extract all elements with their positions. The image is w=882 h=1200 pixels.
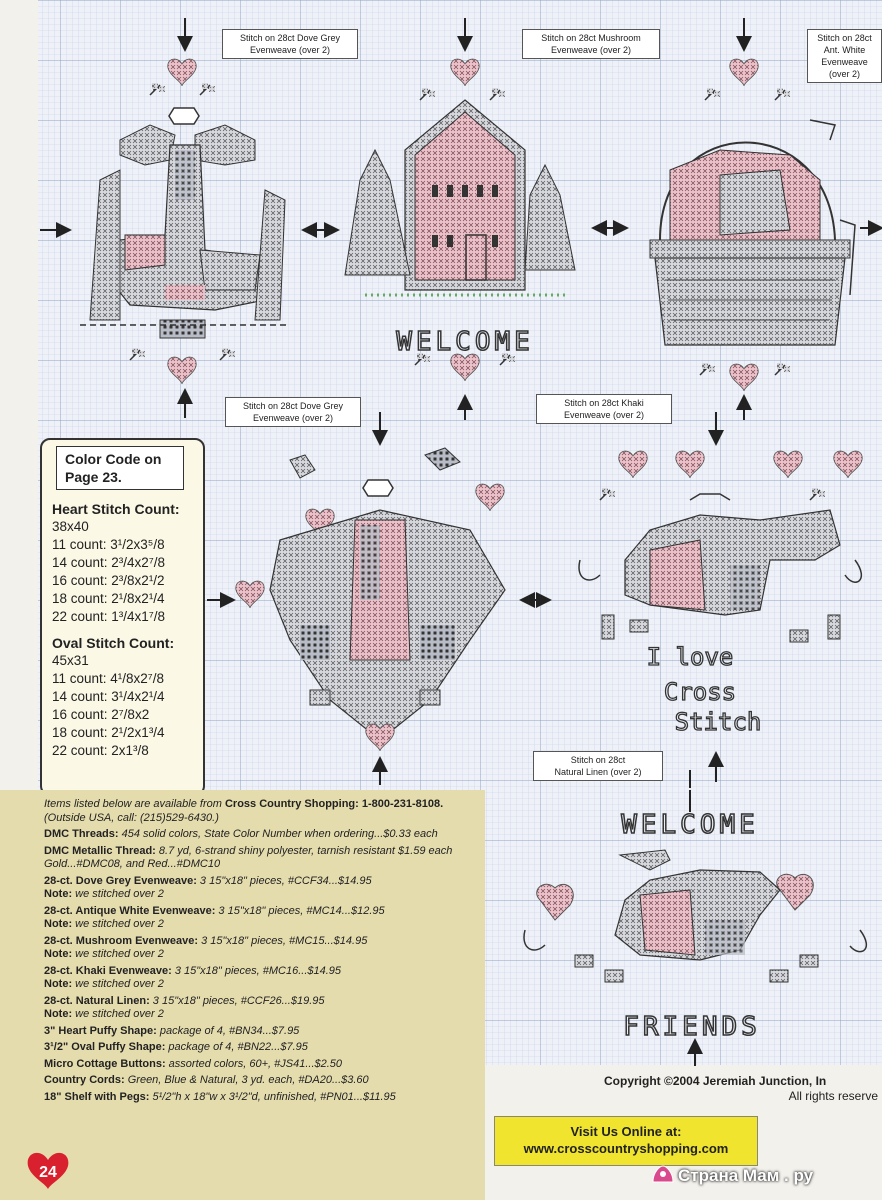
shopping-item: 28-ct. Natural Linen: 3 15"x18" pieces, … — [44, 995, 477, 1022]
label-oval-linen-fabric: Stitch on 28ct Natural Linen (over 2) — [533, 751, 663, 781]
heart-count-line: 14 count: 2³/4x2⁷/8 — [52, 555, 165, 570]
shopping-item: Micro Cottage Buttons: assorted colors, … — [44, 1057, 343, 1070]
copyright: Copyright ©2004 Jeremiah Junction, In Al… — [604, 1074, 882, 1104]
rights-line: All rights reserve — [788, 1089, 878, 1103]
center-arrows — [40, 18, 882, 788]
copyright-line: Copyright ©2004 Jeremiah Junction, In — [604, 1074, 827, 1088]
shopping-item-note: Note: we stitched over 2 — [44, 1008, 164, 1020]
heart-count-line: 16 count: 2³/8x2¹/2 — [52, 573, 165, 588]
website-link[interactable]: www.crosscountryshopping.com — [523, 1141, 729, 1156]
heart-size: 38x40 — [52, 519, 89, 534]
shopping-item-note: Note: we stitched over 2 — [44, 978, 164, 990]
oval-stitch-count-heading: Oval Stitch Count: — [52, 635, 175, 651]
goose-motif — [80, 58, 290, 385]
oval-size: 45x31 — [52, 653, 89, 668]
label-house-fabric: Stitch on 28ct Mushroom Evenweave (over … — [522, 29, 660, 59]
color-code-title: Color Code on Page 23. — [56, 446, 184, 490]
chart-word-cross: Cross — [664, 678, 736, 706]
page-number-heart: 24 — [27, 1152, 69, 1189]
shopping-item: 28-ct. Khaki Evenweave: 3 15"x18" pieces… — [44, 965, 477, 992]
chart-word-stitch: Stitch — [675, 708, 762, 736]
oval-motif-khaki — [578, 450, 863, 643]
heart-count-line: 22 count: 1³/4x1⁷/8 — [52, 609, 165, 624]
shopping-item: 28-ct. Mushroom Evenweave: 3 15"x18" pie… — [44, 935, 477, 962]
page-number: 24 — [39, 1164, 57, 1181]
oval-count-line: 11 count: 4¹/8x2⁷/8 — [52, 671, 164, 686]
oval-motif-linen: WELCOME FRIENDS — [485, 790, 882, 1066]
visit-label: Visit Us Online at: — [570, 1124, 682, 1139]
heart-motif — [235, 447, 506, 752]
watermark-logo-icon — [652, 1165, 674, 1183]
watermark-text: Страна Мам . ру — [678, 1166, 814, 1185]
shopping-intro: Items listed below are available from Cr… — [44, 798, 444, 824]
color-code-box: Color Code on Page 23. Heart Stitch Coun… — [40, 438, 205, 796]
shopping-item: Country Cords: Green, Blue & Natural, 3 … — [44, 1074, 369, 1086]
shopping-item: 3" Heart Puffy Shape: package of 4, #BN3… — [44, 1024, 300, 1037]
shopping-item: 28-ct. Antique White Evenweave: 3 15"x18… — [44, 905, 477, 932]
oval-count-line: 14 count: 3¹/4x2¹/4 — [52, 689, 165, 704]
oval-count-line: 18 count: 2¹/2x1³/4 — [52, 725, 165, 740]
chart-word-i-love: I love — [647, 643, 734, 671]
visit-online-box[interactable]: Visit Us Online at: www.crosscountryshop… — [494, 1116, 758, 1166]
label-goose-fabric: Stitch on 28ct Dove Grey Evenweave (over… — [222, 29, 358, 59]
shopping-item: DMC Metallic Thread: 8.7 yd, 6-strand sh… — [44, 844, 453, 871]
heart-stitch-count-heading: Heart Stitch Count: — [52, 501, 180, 517]
chart-word-welcome-top: WELCOME — [396, 327, 534, 357]
shopping-item-note: Note: we stitched over 2 — [44, 948, 164, 960]
shopping-item: 18" Shelf with Pegs: 5¹/2"h x 18"w x 3¹/… — [44, 1090, 396, 1103]
chart-word-friends: FRIENDS — [623, 1012, 761, 1042]
label-heart-fabric: Stitch on 28ct Dove Grey Evenweave (over… — [225, 397, 361, 427]
oval-count-line: 22 count: 2x1³/8 — [52, 743, 149, 758]
shopping-list: Items listed below are available from Cr… — [0, 790, 485, 1200]
oval-count-line: 16 count: 2⁷/8x2 — [52, 707, 150, 722]
heart-count-line: 11 count: 3¹/2x3⁵/8 — [52, 537, 165, 552]
basket-motif — [649, 58, 856, 392]
shopping-item: DMC Threads: 454 solid colors, State Col… — [44, 828, 438, 840]
label-oval-khaki-fabric: Stitch on 28ct Khaki Evenweave (over 2) — [536, 394, 672, 424]
shopping-item-note: Note: we stitched over 2 — [44, 918, 164, 930]
heart-count-line: 18 count: 2¹/8x2¹/4 — [52, 591, 165, 606]
chart-word-welcome-bottom: WELCOME — [621, 810, 759, 840]
cross-stitch-chart: WELCOME — [38, 0, 882, 790]
shopping-item: 3¹/2" Oval Puffy Shape: package of 4, #B… — [44, 1041, 308, 1053]
label-basket-fabric: Stitch on 28ct Ant. White Evenweave (ove… — [807, 29, 882, 83]
shopping-item: 28-ct. Dove Grey Evenweave: 3 15"x18" pi… — [44, 875, 477, 902]
house-motif — [344, 58, 576, 382]
shopping-item-note: Note: we stitched over 2 — [44, 888, 164, 900]
